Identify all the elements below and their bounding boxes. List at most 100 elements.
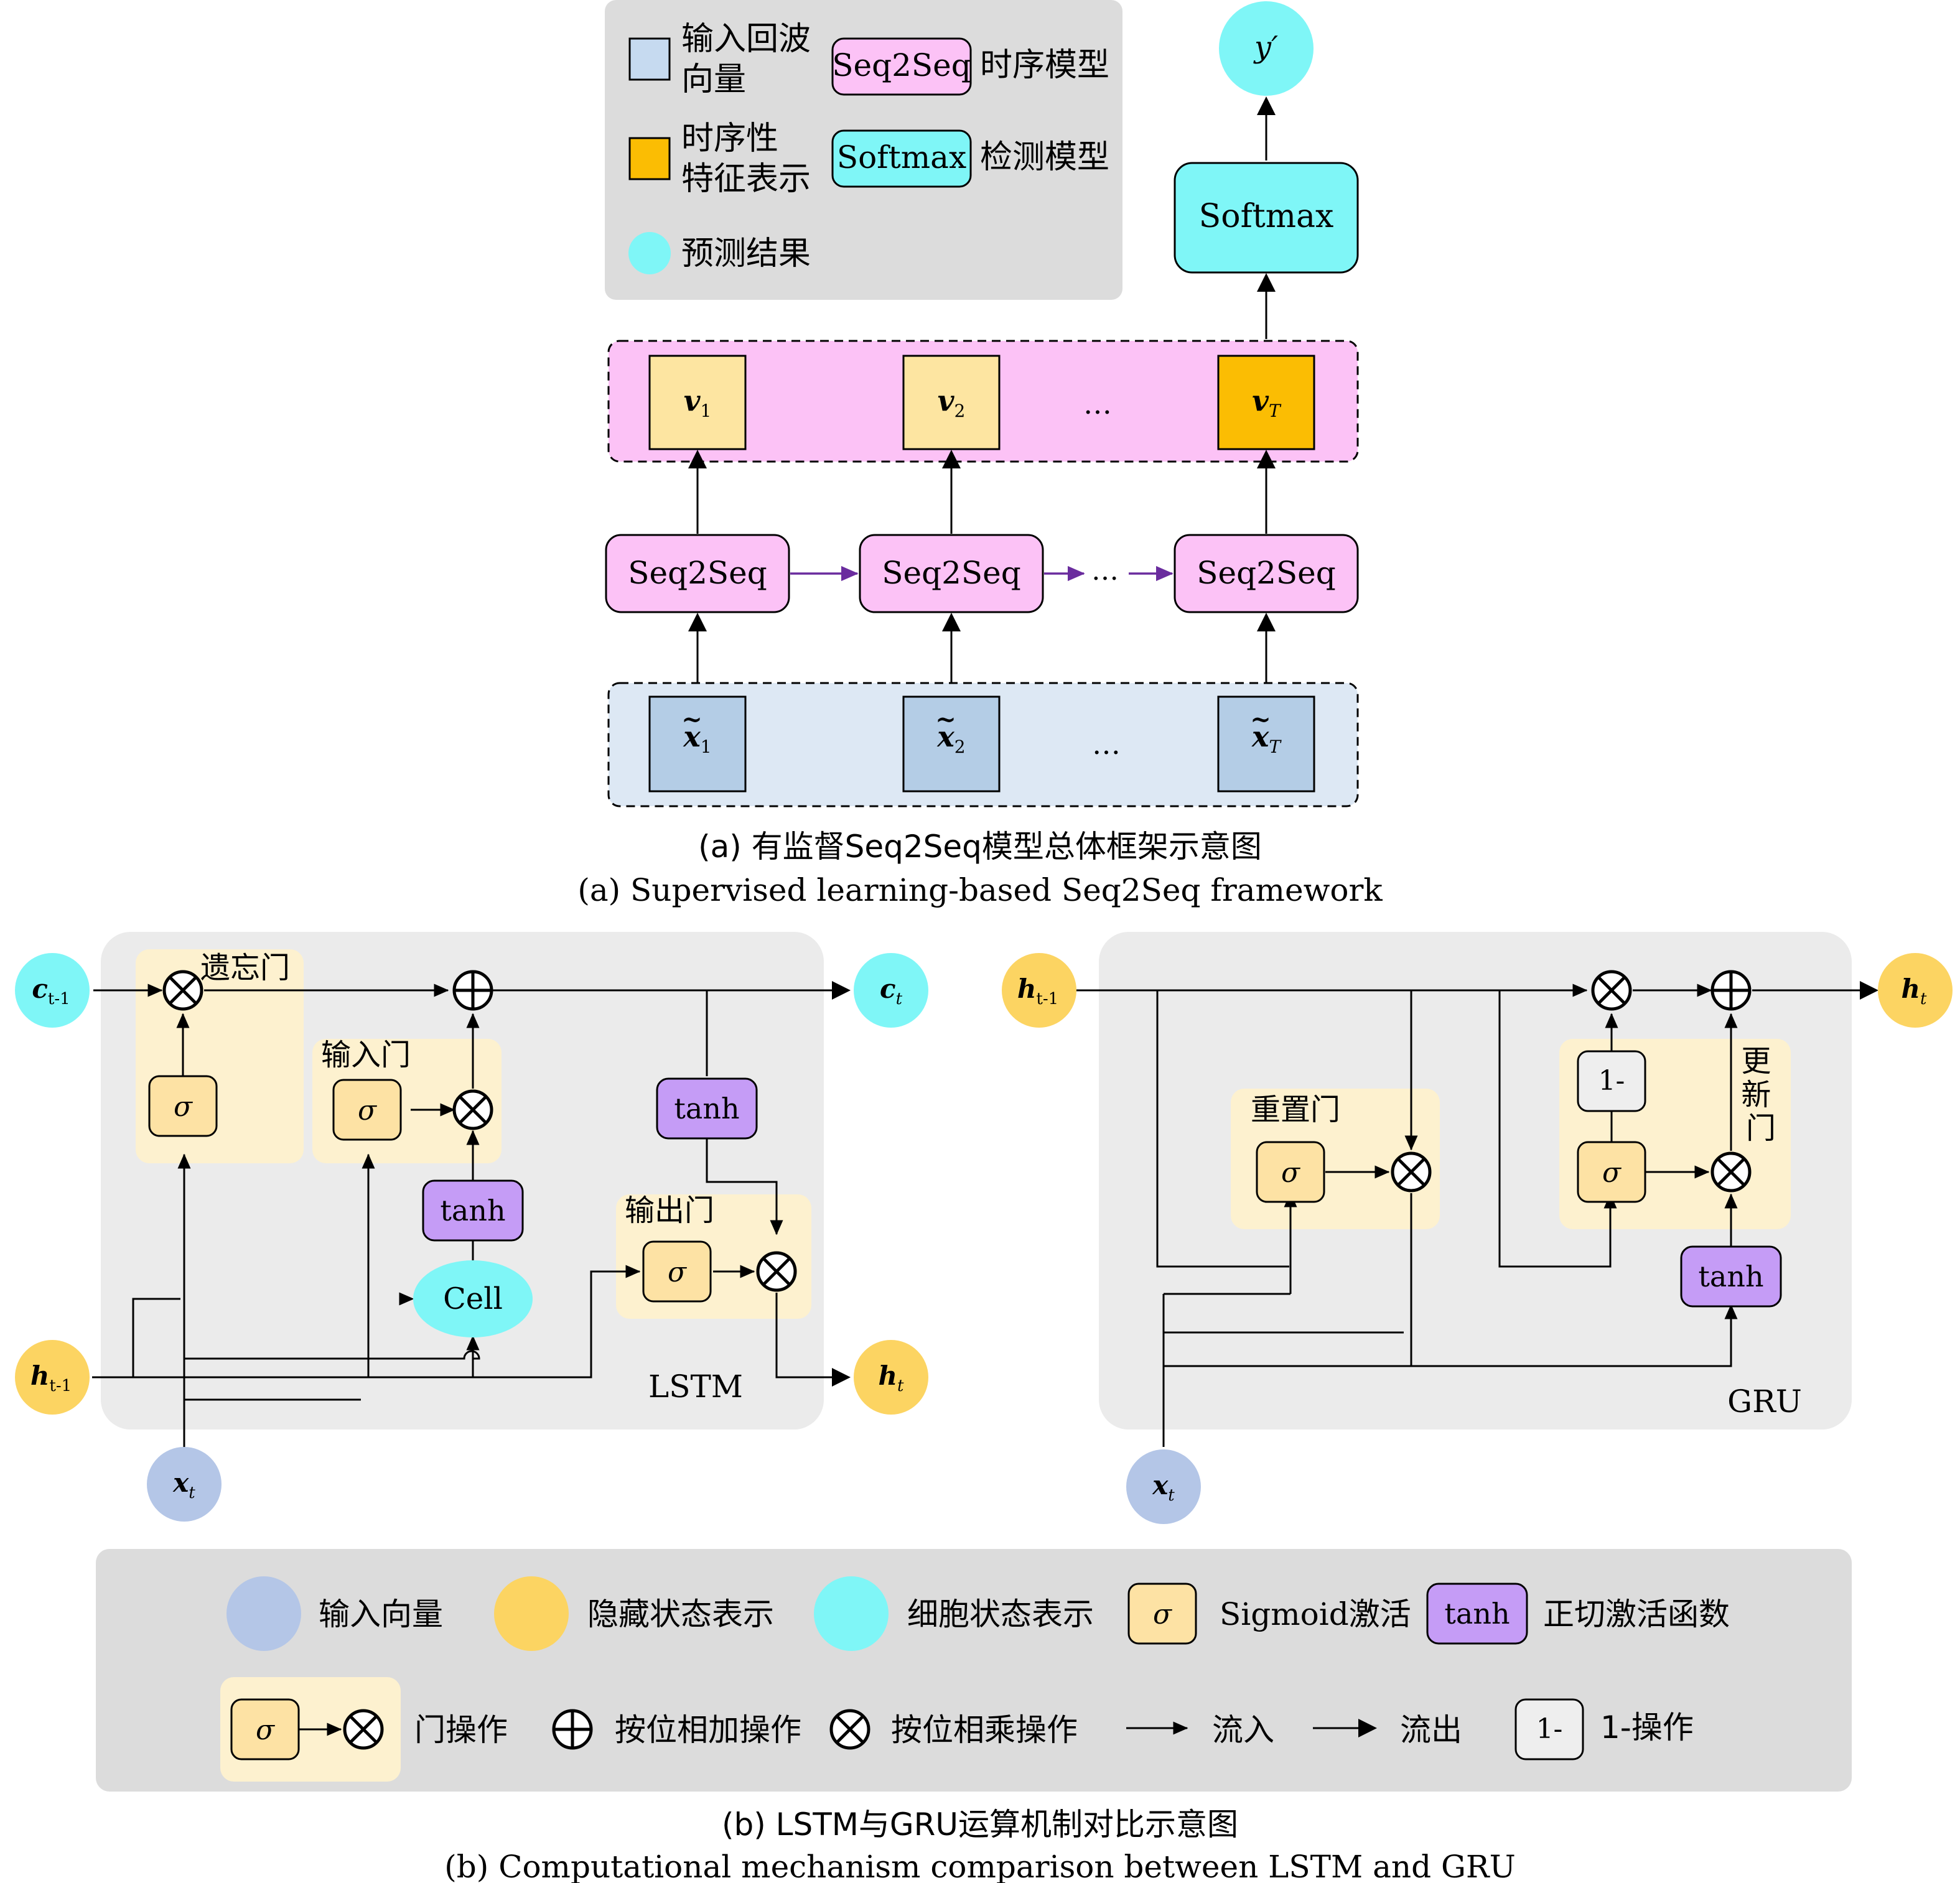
gru-x-label: xt bbox=[1152, 1470, 1175, 1505]
legend-cell-state-label: 细胞状态表示 bbox=[907, 1596, 1094, 1632]
gru-reset-sigma-label: σ bbox=[1281, 1157, 1301, 1189]
lstm-c-prev-label: ct-1 bbox=[32, 974, 70, 1008]
lstm-output-gate-label: 输出门 bbox=[625, 1193, 714, 1228]
legend-gate-multiply-icon bbox=[343, 1709, 384, 1750]
gru-update-sigma-label: σ bbox=[1602, 1157, 1622, 1189]
feature-v2-label: v2 bbox=[938, 384, 966, 421]
gru-h-prev-label: ht-1 bbox=[1017, 974, 1058, 1008]
lstm-output-tanh bbox=[656, 1077, 758, 1140]
output-y-node bbox=[1219, 1, 1314, 96]
input-x1-tilde: ~ bbox=[681, 705, 702, 734]
lstm-cell-node bbox=[413, 1260, 533, 1337]
seq2seq-box-3-label: Seq2Seq bbox=[1197, 555, 1336, 591]
lstm-x-node bbox=[147, 1447, 222, 1522]
gru-one-minus-box bbox=[1577, 1050, 1646, 1112]
gru-hprev-multiply-icon bbox=[1591, 970, 1632, 1011]
legend-tanh-desc: 正切激活函数 bbox=[1543, 1596, 1730, 1632]
lstm-forget-sigma-label: σ bbox=[174, 1091, 194, 1123]
feature-ellipsis: … bbox=[1083, 387, 1112, 421]
gru-wire-x-to-tanh bbox=[1164, 1304, 1738, 1367]
legend-one-minus-op-label: 1-操作 bbox=[1600, 1709, 1694, 1746]
legend-seq2seq-swatch bbox=[831, 37, 972, 96]
gru-panel: 重置门 更 新 门 σ σ 1- tanh bbox=[1002, 932, 1953, 1524]
legend-tanh-symbol: tanh bbox=[1444, 1597, 1510, 1630]
lstm-output-tanh-label: tanh bbox=[674, 1092, 739, 1125]
caption-b-cn: (b) LSTM与GRU运算机制对比示意图 bbox=[722, 1806, 1238, 1843]
seq-ellipsis: … bbox=[1091, 555, 1119, 587]
legend-feature-swatch bbox=[628, 137, 671, 180]
legend-input-vector-swatch bbox=[226, 1576, 301, 1651]
input-ellipsis: … bbox=[1092, 727, 1121, 761]
lstm-cell-tanh-label: tanh bbox=[440, 1194, 505, 1227]
lstm-input-multiply-icon bbox=[452, 1089, 493, 1130]
legend-hidden-state-label: 隐藏状态表示 bbox=[587, 1596, 774, 1632]
seq2seq-box-2 bbox=[859, 534, 1044, 613]
caption-a-en: (a) Supervised learning-based Seq2Seq fr… bbox=[577, 872, 1383, 908]
lstm-h-next-node bbox=[854, 1340, 928, 1415]
legend-hidden-state-swatch bbox=[494, 1576, 569, 1651]
lstm-h-prev-label: ht-1 bbox=[30, 1360, 72, 1395]
lstm-input-sigma bbox=[332, 1079, 402, 1141]
bottom-legend: 输入向量 隐藏状态表示 细胞状态表示 σ Sigmoid激活 tanh 正切激活… bbox=[96, 1549, 1852, 1792]
gru-wire-hprev-down bbox=[1156, 990, 1289, 1268]
gru-reset-sigma bbox=[1256, 1141, 1325, 1203]
gru-update-gate-line1: 更 bbox=[1741, 1044, 1771, 1079]
lstm-panel: 遗忘门 输入门 输出门 σ σ σ tanh bbox=[15, 932, 928, 1522]
legend-one-minus-swatch bbox=[1514, 1698, 1584, 1760]
legend-feature-label: 时序性 特征表示 bbox=[681, 120, 811, 198]
lstm-add-icon bbox=[452, 970, 493, 1011]
legend-one-minus-symbol: 1- bbox=[1536, 1713, 1563, 1745]
caption-b-en: (b) Computational mechanism comparison b… bbox=[444, 1849, 1515, 1883]
legend-flow-out-label: 流出 bbox=[1400, 1712, 1462, 1748]
lstm-h-next-label: ht bbox=[879, 1360, 905, 1395]
input-xT-box bbox=[1217, 695, 1315, 793]
lstm-h-prev-node bbox=[15, 1340, 90, 1415]
input-x2-label: x2 bbox=[936, 720, 965, 757]
top-legend: 输入回波 向量 Seq2Seq 时序模型 时序性 特征表示 Softmax 检测… bbox=[605, 0, 1122, 300]
legend-softmax-label: Softmax bbox=[837, 139, 966, 175]
legend-tanh-swatch bbox=[1426, 1583, 1528, 1645]
lstm-wire-hprev-to-cell bbox=[132, 1298, 180, 1377]
legend-flow-in-label: 流入 bbox=[1212, 1712, 1274, 1748]
legend-add-op-label: 按位相加操作 bbox=[615, 1712, 801, 1748]
legend-mul-op-label: 按位相乘操作 bbox=[891, 1712, 1078, 1748]
softmax-box-label: Softmax bbox=[1199, 198, 1334, 235]
gru-tanh-box bbox=[1680, 1245, 1782, 1308]
lstm-c-prev-node bbox=[15, 953, 90, 1028]
legend-prediction-swatch bbox=[628, 232, 671, 274]
legend-sigmoid-label: Sigmoid激活 bbox=[1220, 1596, 1411, 1632]
legend-input-vector-label: 输入向量 bbox=[319, 1596, 443, 1632]
lstm-output-multiply-icon bbox=[756, 1251, 797, 1292]
input-x2-tilde: ~ bbox=[935, 705, 956, 734]
gru-h-next-label: ht bbox=[1902, 974, 1928, 1008]
lstm-wire-tanh-to-outmul bbox=[706, 1132, 783, 1235]
legend-softmax-swatch bbox=[831, 129, 972, 188]
gru-one-minus-label: 1- bbox=[1598, 1065, 1625, 1097]
seq2seq-box-1-label: Seq2Seq bbox=[628, 555, 767, 591]
feature-v1-box bbox=[648, 355, 747, 450]
lstm-wire-hprev-to-outsigma bbox=[92, 1265, 641, 1379]
gru-tanh-label: tanh bbox=[1698, 1260, 1763, 1293]
lstm-title: LSTM bbox=[648, 1369, 743, 1405]
gru-update-sigma bbox=[1577, 1141, 1646, 1203]
legend-sigma-symbol: σ bbox=[1153, 1599, 1173, 1630]
seq2seq-box-3 bbox=[1174, 534, 1359, 613]
input-x2-box bbox=[902, 695, 1001, 793]
gru-wire-hprev-to-updsigma bbox=[1498, 990, 1617, 1268]
legend-add-icon bbox=[552, 1709, 593, 1750]
legend-seq2seq-label: Seq2Seq bbox=[832, 47, 971, 83]
lstm-x-label: xt bbox=[172, 1467, 195, 1502]
caption-a-cn: (a) 有监督Seq2Seq模型总体框架示意图 bbox=[698, 829, 1262, 865]
lstm-wire-x-to-cell-bus bbox=[184, 1350, 480, 1360]
input-xT-tilde: ~ bbox=[1250, 705, 1271, 734]
feature-v2-box bbox=[902, 355, 1001, 450]
gru-x-node bbox=[1126, 1449, 1201, 1524]
lstm-output-sigma-label: σ bbox=[668, 1257, 688, 1288]
input-x1-box bbox=[648, 695, 747, 793]
input-xT-label: xT bbox=[1251, 720, 1282, 757]
lstm-forget-gate-label: 遗忘门 bbox=[200, 951, 290, 985]
legend-echo-line2: 向量 bbox=[681, 61, 746, 98]
lstm-forget-sigma bbox=[148, 1075, 218, 1137]
lstm-output-sigma bbox=[642, 1240, 712, 1303]
